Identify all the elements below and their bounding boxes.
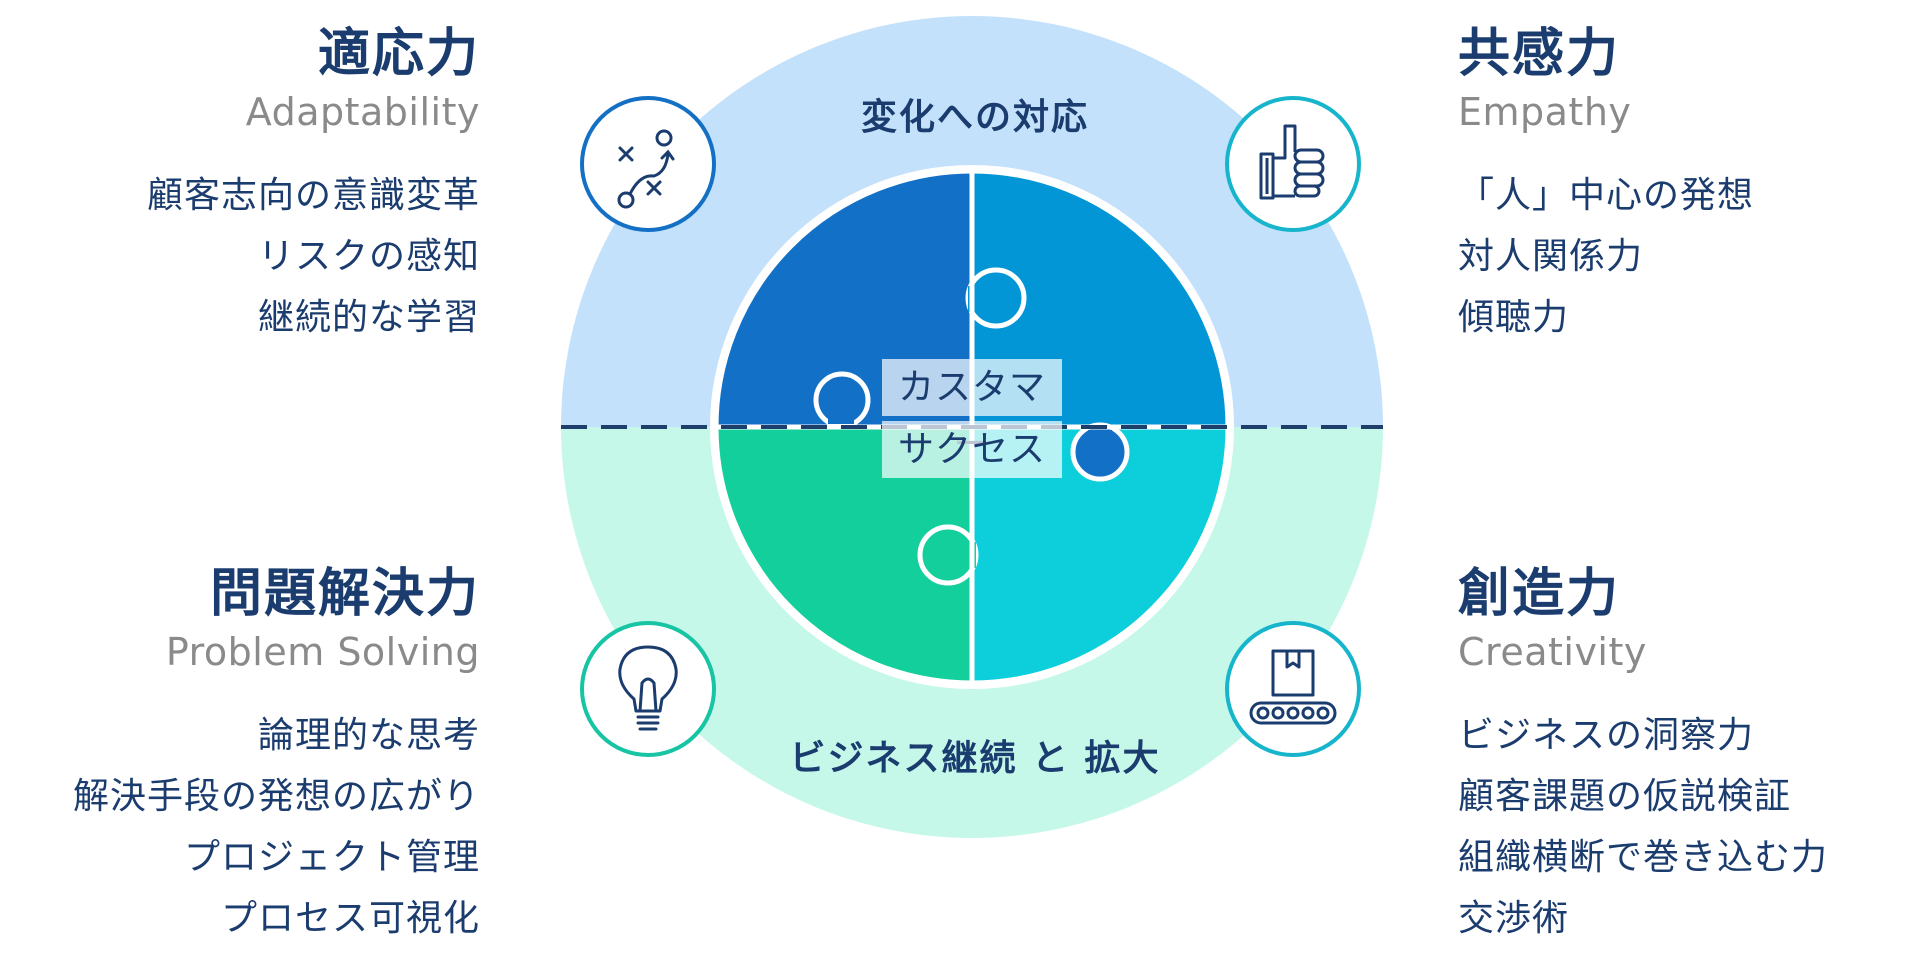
- list-item: 顧客課題の仮説検証: [1458, 776, 1792, 817]
- puzzle-piece-bottom-right: [972, 427, 1228, 683]
- strategy-play-icon: [580, 96, 716, 232]
- bottom-half-label: ビジネス継続 と 拡大: [789, 738, 1161, 779]
- lightbulb-icon: [580, 621, 716, 757]
- adaptability-title: 適応力: [317, 24, 480, 84]
- list-item: ビジネスの洞察力: [1458, 715, 1755, 756]
- center-label-line1: カスタマー: [882, 359, 1062, 465]
- problem-solving-title: 問題解決力: [209, 564, 480, 624]
- list-item: 「人」中心の発想: [1458, 175, 1755, 216]
- list-item: プロジェクト管理: [183, 837, 480, 878]
- list-item: 組織横断で巻き込む力: [1458, 837, 1829, 878]
- puzzle-piece-bottom-left: [716, 427, 972, 683]
- top-half-label: 変化への対応: [860, 97, 1090, 138]
- list-item: 対人関係力: [1458, 236, 1644, 277]
- center-label-line2: サクセス: [882, 421, 1062, 478]
- adaptability-items: 顧客志向の意識変革 リスクの感知 継続的な学習: [20, 165, 480, 348]
- creativity-title: 創造力: [1458, 564, 1621, 624]
- problem-solving-block: 問題解決力 Problem Solving 論理的な思考 解決手段の発想の広がり…: [20, 563, 480, 949]
- empathy-block: 共感力 Empathy 「人」中心の発想 対人関係力 傾聴力: [1458, 23, 1920, 348]
- creativity-block: 創造力 Creativity ビジネスの洞察力 顧客課題の仮説検証 組織横断で巻…: [1458, 563, 1920, 949]
- list-item: プロセス可視化: [220, 898, 480, 939]
- problem-solving-items: 論理的な思考 解決手段の発想の広がり プロジェクト管理 プロセス可視化: [20, 705, 480, 949]
- creativity-subtitle: Creativity: [1458, 630, 1647, 674]
- creativity-items: ビジネスの洞察力 顧客課題の仮説検証 組織横断で巻き込む力 交渉術: [1458, 705, 1920, 949]
- list-item: 交渉術: [1458, 898, 1570, 939]
- list-item: 継続的な学習: [257, 297, 480, 338]
- problem-solving-subtitle: Problem Solving: [165, 630, 480, 674]
- list-item: 傾聴力: [1458, 297, 1570, 338]
- thumbs-up-icon: [1225, 96, 1361, 232]
- empathy-title: 共感力: [1458, 24, 1621, 84]
- list-item: リスクの感知: [257, 236, 480, 277]
- list-item: 論理的な思考: [257, 715, 480, 756]
- list-item: 解決手段の発想の広がり: [72, 776, 480, 817]
- adaptability-subtitle: Adaptability: [245, 90, 480, 134]
- conveyor-box-icon: [1225, 621, 1361, 757]
- empathy-subtitle: Empathy: [1458, 90, 1632, 134]
- empathy-items: 「人」中心の発想 対人関係力 傾聴力: [1458, 165, 1920, 348]
- adaptability-block: 適応力 Adaptability 顧客志向の意識変革 リスクの感知 継続的な学習: [20, 23, 480, 348]
- list-item: 顧客志向の意識変革: [146, 175, 480, 216]
